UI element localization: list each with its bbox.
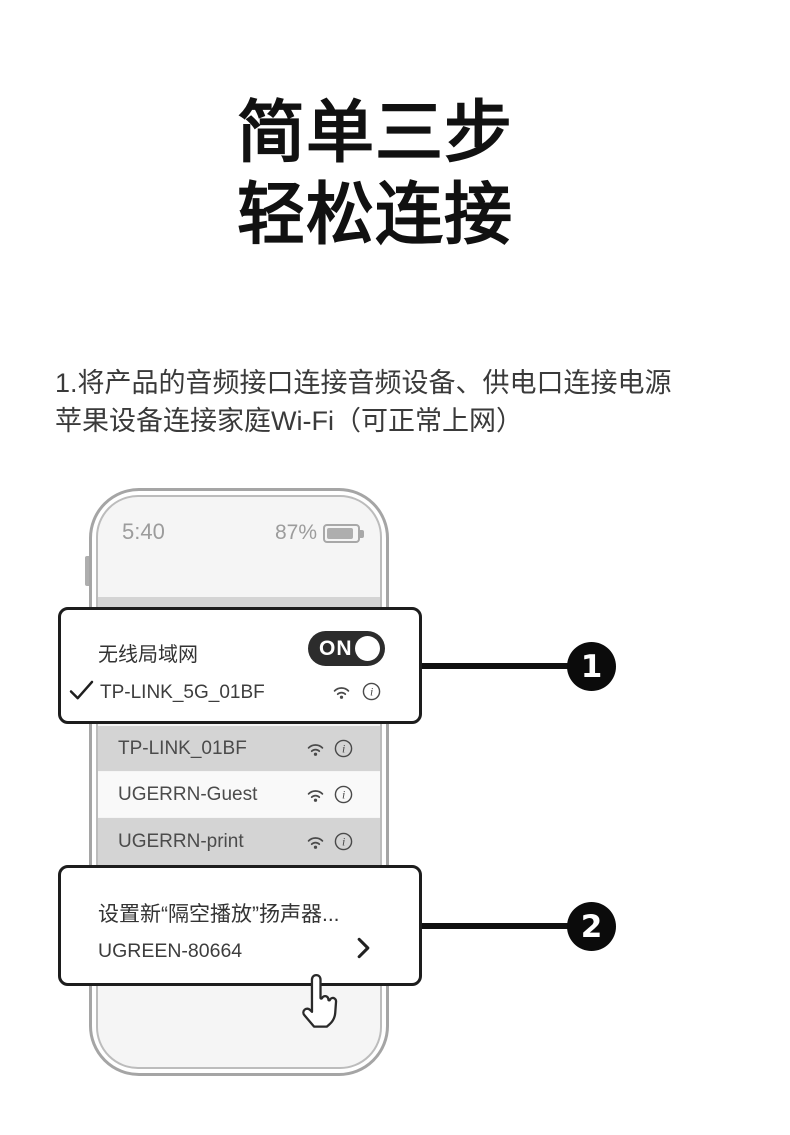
chevron-right-icon: [357, 937, 370, 959]
callout-number-1: 1: [580, 648, 603, 685]
callout-line-1: [421, 663, 569, 669]
phone-side-button: [85, 556, 90, 586]
battery-fill: [327, 527, 353, 539]
wifi-signal-icon: [307, 789, 324, 802]
network-row-tplink-01bf[interactable]: TP-LINK_01BF i: [98, 726, 380, 771]
page-title: 简单三步 轻松连接: [0, 92, 750, 256]
page-title-line2: 轻松连接: [236, 177, 513, 253]
airplay-panel: 设置新“隔空播放”扬声器... UGREEN-80664: [58, 865, 422, 986]
instruction-line1: 1.将产品的音频接口连接音频设备、供电口连接电源: [55, 368, 672, 398]
network-name: TP-LINK_01BF: [118, 737, 247, 759]
network-name: UGERRN-Guest: [118, 783, 258, 805]
tap-hand-icon: [302, 973, 338, 1028]
page-title-line1: 简单三步: [236, 95, 513, 171]
callout-number-2: 2: [580, 908, 603, 945]
svg-text:i: i: [342, 835, 345, 849]
instruction-line2: 苹果设备连接家庭Wi-Fi（可正常上网）: [55, 406, 523, 436]
check-icon: [69, 680, 94, 700]
row-icons: i: [332, 682, 381, 701]
status-time: 5:40: [122, 519, 165, 544]
wifi-settings-panel: 无线局域网 ON TP-LINK_5G_01BF i: [58, 607, 422, 724]
row-icons: i: [306, 739, 353, 758]
network-row-partial: [98, 597, 380, 607]
toggle-on-label: ON: [319, 636, 353, 660]
svg-text:i: i: [342, 788, 345, 802]
connected-network-row[interactable]: TP-LINK_5G_01BF i: [61, 672, 419, 716]
wifi-signal-icon: [307, 836, 324, 849]
wifi-signal-icon: [333, 686, 350, 699]
airplay-prompt: 设置新“隔空播放”扬声器...: [98, 903, 340, 926]
info-icon[interactable]: i: [334, 832, 353, 851]
network-row-ugerrn-print[interactable]: UGERRN-print i: [98, 818, 380, 865]
info-icon[interactable]: i: [362, 682, 381, 701]
network-name: UGERRN-print: [118, 830, 244, 852]
toggle-knob: [355, 636, 380, 661]
connected-network-name: TP-LINK_5G_01BF: [100, 682, 265, 703]
instruction-text: 1.将产品的音频接口连接音频设备、供电口连接电源 苹果设备连接家庭Wi-Fi（可…: [55, 364, 715, 440]
airplay-device-name: UGREEN-80664: [98, 940, 243, 962]
callout-badge-1: 1: [567, 642, 616, 691]
battery-nub: [360, 529, 364, 538]
info-icon[interactable]: i: [334, 785, 353, 804]
wifi-panel-title: 无线局域网: [98, 644, 198, 666]
network-row-ugerrn-guest[interactable]: UGERRN-Guest i: [98, 772, 380, 817]
battery-icon: [323, 523, 364, 543]
svg-text:i: i: [342, 742, 345, 756]
wifi-toggle[interactable]: ON: [308, 631, 385, 666]
row-icons: i: [306, 832, 353, 851]
row-icons: i: [306, 785, 353, 804]
phone-mockup: 5:40 87% TP-LINK_01BF i: [89, 488, 389, 1076]
callout-badge-2: 2: [567, 902, 616, 951]
airplay-device-row[interactable]: UGREEN-80664: [61, 930, 419, 976]
callout-line-2: [421, 923, 569, 929]
svg-text:i: i: [370, 685, 373, 699]
wifi-signal-icon: [307, 743, 324, 756]
status-bar-right: 87%: [274, 521, 364, 545]
battery-percent: 87%: [274, 521, 317, 544]
info-icon[interactable]: i: [334, 739, 353, 758]
